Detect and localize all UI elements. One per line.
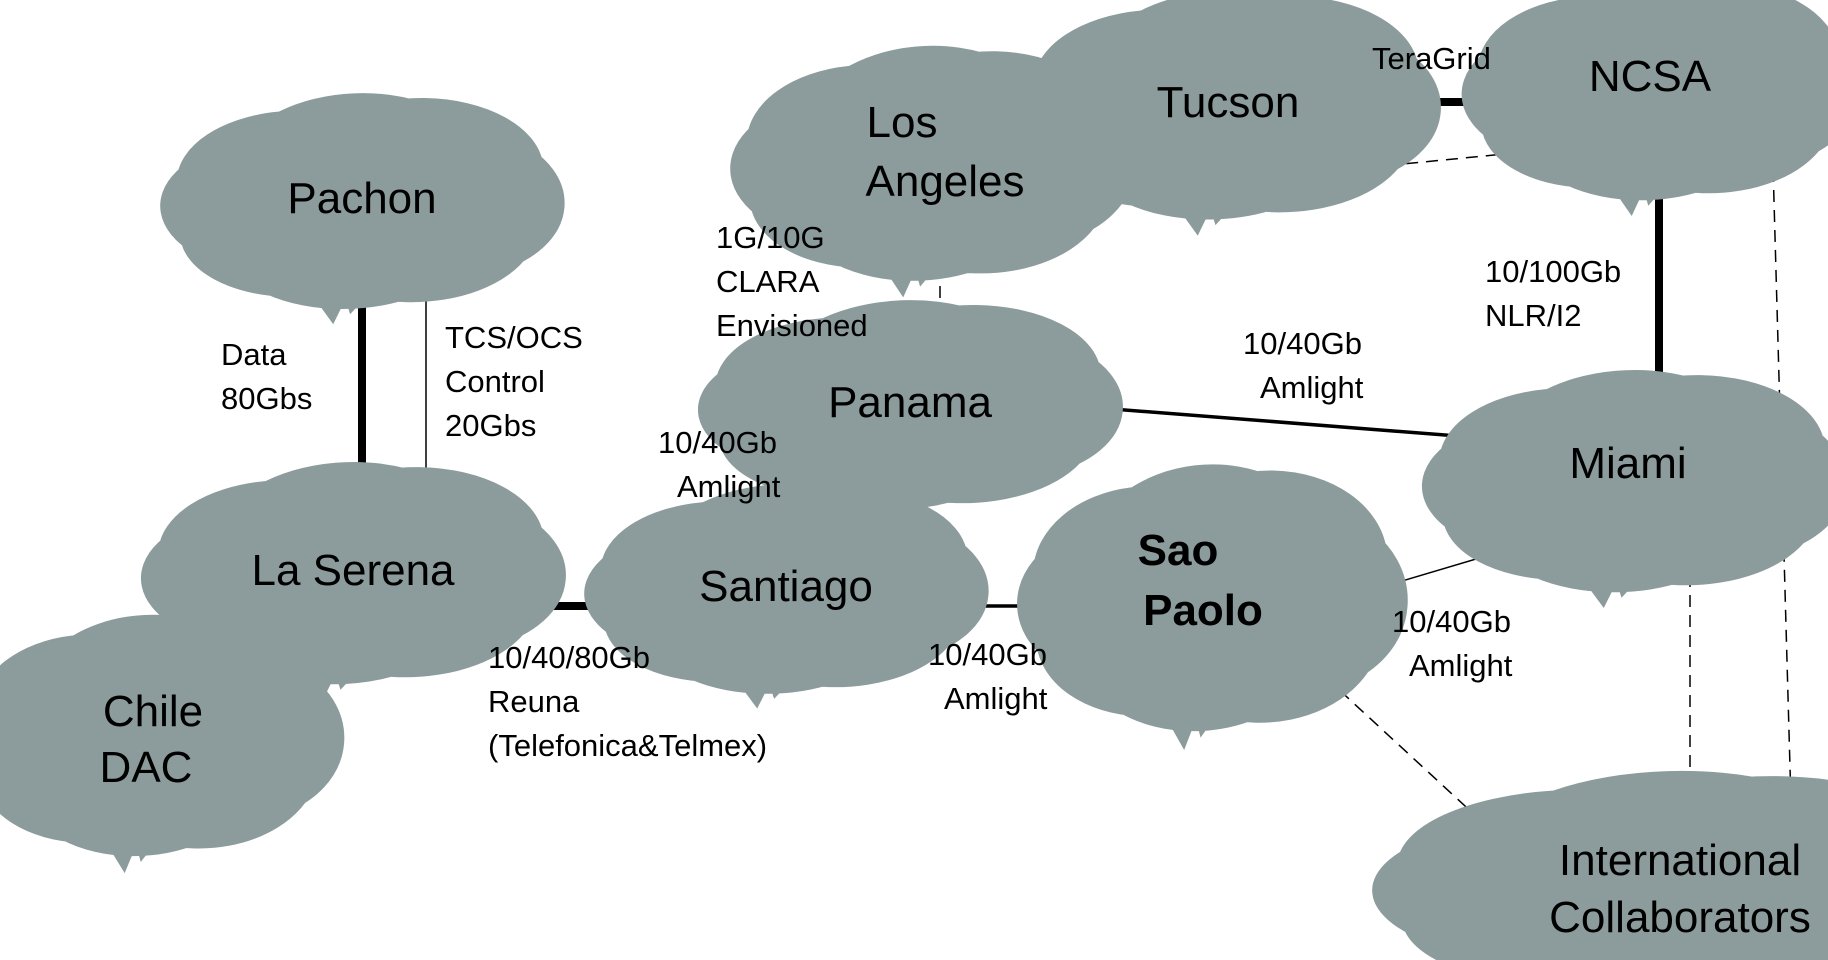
node-label: International — [1559, 836, 1801, 885]
node-label: Panama — [828, 378, 992, 427]
label-pachon-control: TCS/OCS Control 20Gbs — [445, 320, 591, 443]
label-panama-miami: 10/40Gb Amlight — [1243, 326, 1371, 405]
node-santiago: Santiago — [673, 534, 900, 645]
node-sao-paolo: Sao Paolo — [1103, 526, 1323, 668]
node-label: Miami — [1569, 439, 1686, 488]
node-label: Paolo — [1143, 586, 1263, 635]
node-label: Collaborators — [1549, 893, 1811, 942]
node-label: La Serena — [251, 546, 455, 595]
node-international-collaborators: International Collaborators — [1507, 825, 1828, 946]
node-miami: Miami — [1515, 422, 1754, 539]
node-label: Los — [867, 98, 938, 147]
label-panama-los-angeles: 1G/10G CLARA Envisioned — [716, 220, 868, 343]
node-chile-dac: Chile DAC — [44, 672, 260, 799]
node-label: NCSA — [1589, 52, 1712, 101]
label-santiago-panama: 10/40Gb Amlight — [658, 425, 786, 504]
node-label: Pachon — [287, 174, 436, 223]
label-pachon-data: Data 80Gbs — [221, 337, 312, 416]
node-label: Tucson — [1157, 78, 1300, 127]
label-sao-paolo-miami: 10/40Gb Amlight — [1392, 604, 1520, 683]
label-santiago-sao-paolo: 10/40Gb Amlight — [928, 637, 1056, 716]
node-label: Chile — [103, 687, 203, 736]
node-label: Angeles — [865, 157, 1024, 206]
label-ncsa-miami: 10/100Gb NLR/I2 — [1485, 254, 1630, 333]
link-labels: Data 80Gbs TCS/OCS Control 20Gbs 10/40/8… — [221, 41, 1630, 763]
node-ncsa: NCSA — [1549, 30, 1773, 147]
label-tucson-ncsa: TeraGrid — [1372, 41, 1491, 76]
node-los-angeles: Los Angeles — [819, 98, 1046, 225]
node-label: Sao — [1138, 526, 1219, 575]
node-la-serena: La Serena — [234, 514, 473, 631]
node-label: Santiago — [699, 562, 873, 611]
node-tucson: Tucson — [1109, 45, 1348, 166]
label-la-serena-santiago: 10/40/80Gb Reuna (Telefonica&Telmex) — [488, 640, 767, 763]
node-pachon: Pachon — [249, 144, 476, 258]
node-panama: Panama — [791, 350, 1030, 461]
nodes: Pachon La Serena Chile DAC Santiago Pana… — [44, 30, 1828, 945]
link-ncsa-international — [1771, 129, 1793, 839]
node-label: DAC — [100, 743, 193, 792]
